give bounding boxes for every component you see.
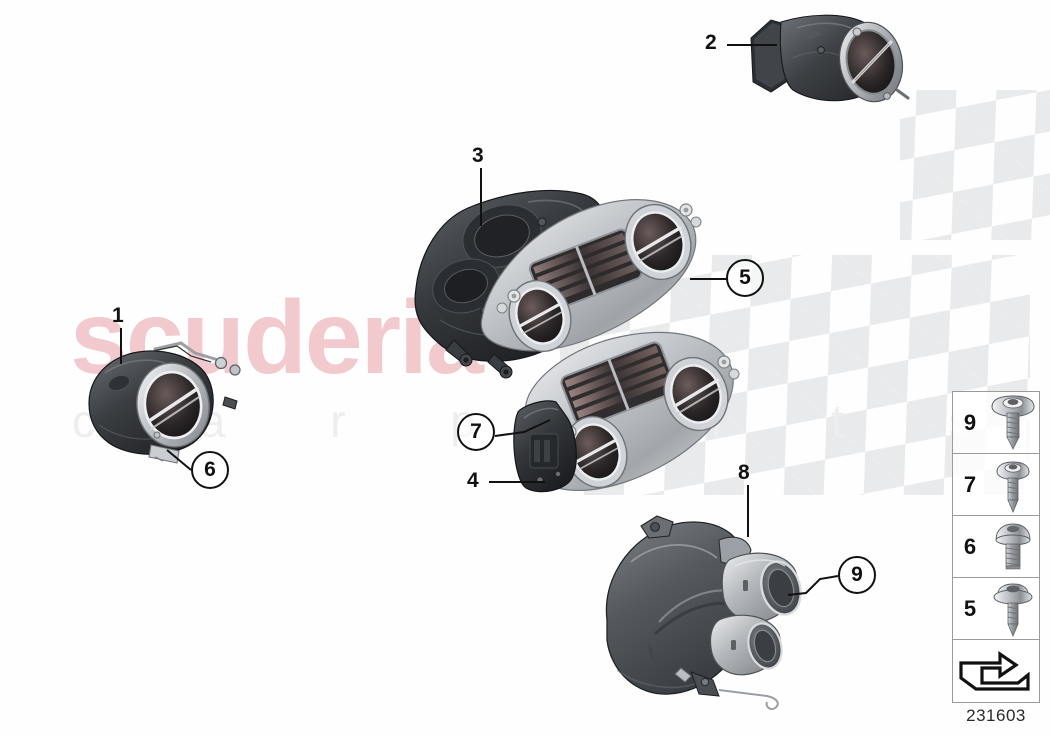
- arrow-left-3d-icon: [956, 647, 1036, 697]
- callout-label-4: 4: [467, 469, 479, 492]
- callout-label-8: 8: [738, 461, 750, 484]
- callout-label-3: 3: [472, 144, 484, 167]
- leader-line-5: [690, 278, 728, 280]
- part-blower-duct-housing[interactable]: [595, 500, 825, 715]
- leader-line-9: [787, 575, 839, 596]
- callout-circle-9[interactable]: 9: [838, 556, 876, 594]
- leader-line-8: [747, 485, 749, 537]
- callout-circle-7[interactable]: 7: [457, 413, 495, 451]
- flange-head-tapping-screw-icon: [987, 392, 1039, 453]
- callout-label-2: 2: [705, 31, 717, 54]
- leader-line-6: [166, 449, 192, 471]
- legend-row-direction-arrow[interactable]: [953, 640, 1039, 704]
- checkered-flag-watermark-secondary: [900, 90, 1050, 240]
- part-lower-vent-assembly[interactable]: [500, 330, 750, 510]
- fastener-legend: 9: [952, 391, 1040, 703]
- callout-circle-6[interactable]: 6: [191, 451, 229, 489]
- callout-circle-9-label: 9: [851, 563, 863, 586]
- callout-label-1: 1: [112, 304, 124, 327]
- pan-head-machine-screw-icon: [987, 516, 1039, 577]
- legend-number: 5: [963, 595, 977, 621]
- legend-number: 9: [963, 409, 977, 435]
- diagram-number: 231603: [966, 706, 1026, 725]
- leader-line-1: [120, 328, 122, 364]
- legend-row[interactable]: 7: [953, 454, 1039, 516]
- leader-line-2: [727, 44, 777, 46]
- callout-circle-5[interactable]: 5: [726, 259, 764, 297]
- flange-head-tapping-screw-icon: [987, 578, 1039, 639]
- callout-circle-7-label: 7: [470, 420, 482, 443]
- part-side-air-vent-left[interactable]: [85, 335, 250, 465]
- leader-line-7: [494, 419, 551, 437]
- legend-row[interactable]: 5: [953, 578, 1039, 640]
- leader-line-4: [489, 481, 545, 483]
- flange-head-tapping-screw-icon: [987, 454, 1039, 515]
- legend-row[interactable]: 9: [953, 392, 1039, 454]
- legend-row[interactable]: 6: [953, 516, 1039, 578]
- callout-circle-6-label: 6: [204, 458, 216, 481]
- legend-number: 6: [963, 533, 977, 559]
- leader-line-3: [480, 168, 482, 226]
- legend-number: 7: [963, 471, 977, 497]
- part-center-air-vent-assembly[interactable]: [410, 168, 710, 388]
- part-air-vent-nozzle[interactable]: [745, 6, 915, 111]
- callout-circle-5-label: 5: [739, 266, 751, 289]
